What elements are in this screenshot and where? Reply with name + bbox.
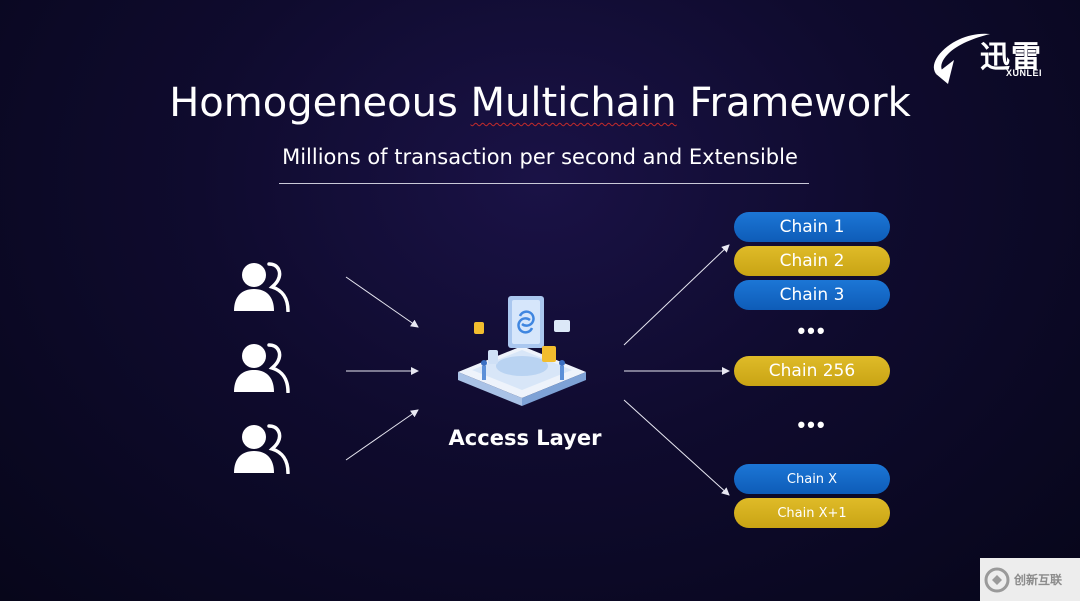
arrow-user1-to-access <box>345 276 419 328</box>
subtitle-divider <box>279 183 809 184</box>
watermark: 创新互联 <box>980 558 1080 601</box>
title-part-2: Multichain <box>470 80 677 126</box>
page-title: Homogeneous Multichain Framework <box>0 80 1080 126</box>
chain-label: Chain X <box>786 471 838 487</box>
users-icon <box>232 343 294 394</box>
users-icon <box>232 424 294 475</box>
access-layer-label: Access Layer <box>448 426 602 450</box>
ellipsis-lower: ••• <box>797 412 827 437</box>
arrow-access-to-chain1 <box>623 244 730 346</box>
chain-3-pill: Chain 3 <box>734 280 890 310</box>
subtitle: Millions of transaction per second and E… <box>282 145 798 169</box>
ellipsis-upper: ••• <box>797 318 827 343</box>
chain-1-pill: Chain 1 <box>734 212 890 242</box>
chain-2-pill: Chain 2 <box>734 246 890 276</box>
chain-label: Chain 2 <box>779 251 845 271</box>
server-platform-icon <box>452 288 592 413</box>
xunlei-logo: 迅雷 XUNLEI <box>932 26 1062 90</box>
chain-x-plus-1-pill: Chain X+1 <box>734 498 890 528</box>
watermark-text: 创新互联 <box>1014 573 1063 587</box>
title-part-3: Framework <box>676 80 911 126</box>
lightning-swoosh-icon <box>933 33 990 84</box>
arrow-access-to-chainx <box>623 399 730 496</box>
chain-label: Chain 256 <box>768 361 856 381</box>
logo-wordmark: 迅雷 <box>980 40 1042 75</box>
title-part-1: Homogeneous <box>169 80 471 126</box>
chain-label: Chain 1 <box>779 217 845 237</box>
users-icon <box>232 262 294 313</box>
chain-label: Chain 3 <box>779 285 845 305</box>
chain-x-pill: Chain X <box>734 464 890 494</box>
logo-subtext: XUNLEI <box>1006 68 1043 78</box>
chain-label: Chain X+1 <box>777 505 847 521</box>
chain-256-pill: Chain 256 <box>734 356 890 386</box>
arrow-user3-to-access <box>345 409 419 461</box>
watermark-logo-icon <box>984 567 1010 592</box>
